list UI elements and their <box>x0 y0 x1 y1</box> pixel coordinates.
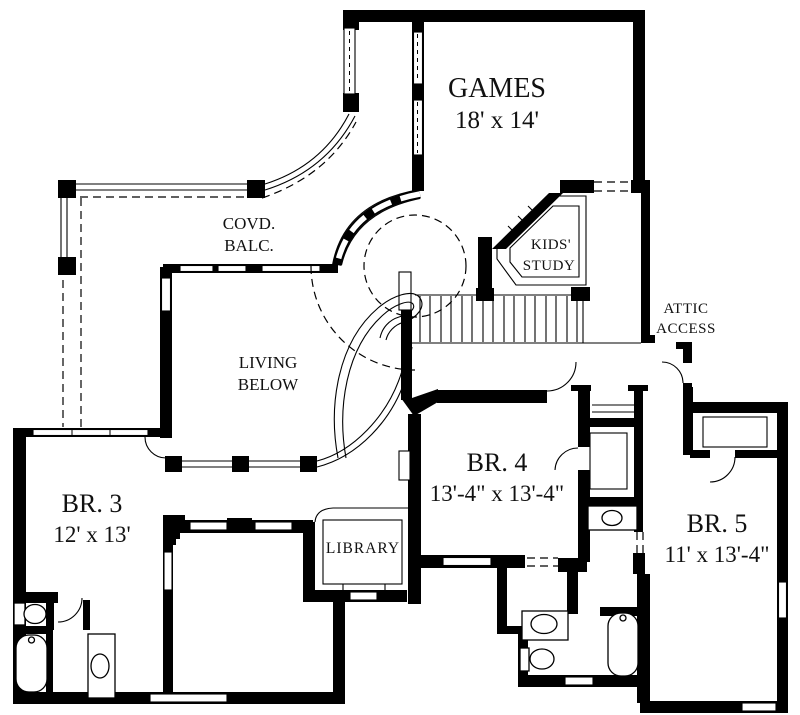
window <box>343 27 356 95</box>
kids-study-label-1: KIDS' <box>531 237 571 253</box>
sink-vanity <box>587 505 638 531</box>
living-below-label-1: LIVING <box>239 353 298 372</box>
kids-study-label-2: STUDY <box>523 258 576 274</box>
staircase <box>333 293 641 459</box>
stair-rail-curve <box>333 293 423 459</box>
curved-window-wall <box>331 188 421 267</box>
covd-balc-label-1: COVD. <box>223 214 275 233</box>
living-below-label-2: BELOW <box>238 375 299 394</box>
stairwell-dashed-circle <box>363 214 467 318</box>
labels: GAMES 18' x 14' COVD. BALC. KIDS' STUDY … <box>53 73 769 567</box>
attic-access-label-1: ATTIC <box>664 301 709 317</box>
library-bookcase <box>322 519 403 585</box>
library-label: LIBRARY <box>326 540 400 557</box>
sink-vanity <box>87 633 116 699</box>
br4-dims: 13'-4" x 13'-4" <box>430 481 564 506</box>
br4-label: BR. 4 <box>467 448 528 477</box>
closet-shelves <box>314 404 768 592</box>
games-label: GAMES <box>448 73 546 104</box>
bathtub <box>607 612 639 677</box>
bathtub <box>15 634 48 693</box>
br3-label: BR. 3 <box>62 489 123 518</box>
walls <box>13 10 788 713</box>
games-dims: 18' x 14' <box>455 107 539 134</box>
fixtures <box>13 505 639 699</box>
sink-vanity <box>521 610 569 641</box>
br5-dims: 11' x 13'-4" <box>665 542 770 567</box>
overlook-railing <box>182 344 413 468</box>
closet-shelf <box>702 416 768 448</box>
door-swings <box>57 361 736 623</box>
toilet <box>519 647 555 672</box>
attic-access-label-2: ACCESS <box>656 321 716 337</box>
kids-study-nook <box>496 195 587 286</box>
toilet <box>13 602 47 626</box>
br3-dims: 12' x 13' <box>53 522 130 547</box>
balcony-railing <box>60 113 356 257</box>
dashed-overhang-lines <box>62 31 644 567</box>
br5-label: BR. 5 <box>687 509 748 538</box>
closet-shelf <box>589 432 628 490</box>
covd-balc-label-2: BALC. <box>224 236 274 255</box>
